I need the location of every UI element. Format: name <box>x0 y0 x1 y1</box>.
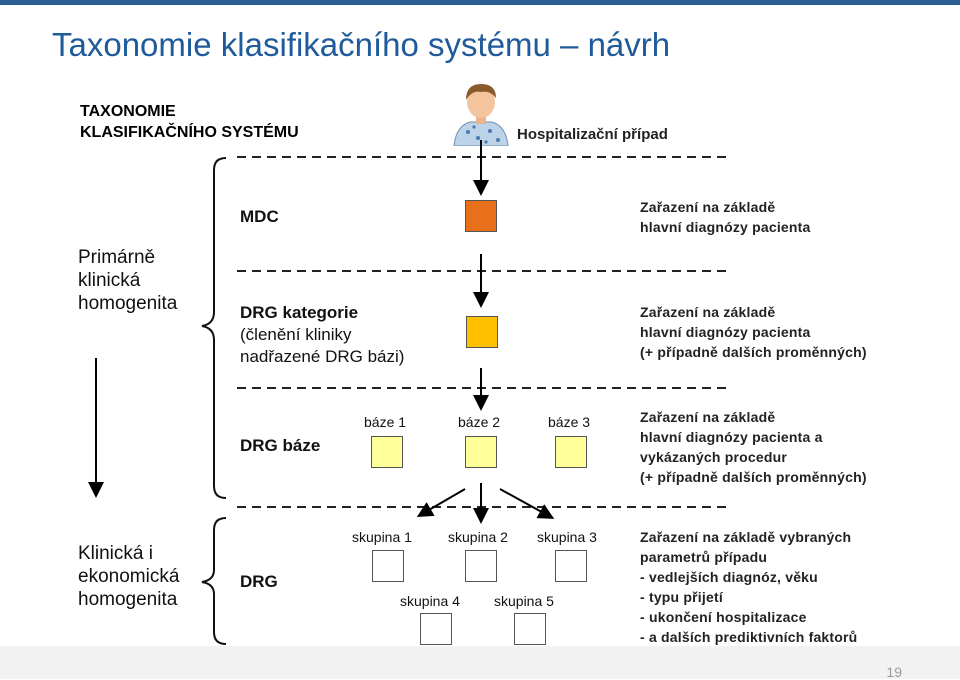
description-line: vykázaných procedur <box>640 449 787 465</box>
level-baze: DRG báze <box>240 436 321 455</box>
drg-box <box>465 550 497 582</box>
label-line: ekonomická <box>78 566 180 587</box>
patient-icon <box>453 84 509 146</box>
level-mdc: MDC <box>240 207 279 226</box>
drg-box <box>514 613 546 645</box>
baze-box <box>465 436 497 468</box>
secondary-homogeneity-label: Klinická i ekonomická homogenita <box>78 542 179 611</box>
level-kategorie-note: (členění kliniky <box>240 325 352 344</box>
description-line: hlavní diagnózy pacienta a <box>640 429 823 445</box>
primary-homogeneity-label: Primárně klinická homogenita <box>78 246 177 315</box>
flow-arrow <box>416 488 466 518</box>
label-line: klinická <box>78 270 141 291</box>
description-line: (+ případně dalších proměnných) <box>640 344 867 360</box>
description-line: hlavní diagnózy pacienta <box>640 324 811 340</box>
baze-box <box>555 436 587 468</box>
description-line: Zařazení na základě <box>640 304 776 320</box>
secondary-bracket <box>201 517 227 645</box>
skupina-label: skupina 1 <box>352 529 412 545</box>
page-number: 19 <box>886 664 902 680</box>
description-line: - vedlejších diagnóz, věku <box>640 569 818 585</box>
baze-label: báze 3 <box>548 414 591 430</box>
drg-box <box>420 613 452 645</box>
skupina-label: skupina 4 <box>400 593 460 609</box>
taxonomy-heading-line: KLASIFIKAČNÍHO SYSTÉMU <box>80 124 299 141</box>
top-accent-bar <box>0 0 960 5</box>
primary-bracket <box>201 157 227 499</box>
description-line: - a dalších prediktivních faktorů <box>640 629 858 645</box>
kategorie-box <box>466 316 498 348</box>
description-baze: Zařazení na základě hlavní diagnózy paci… <box>640 407 867 487</box>
case-label: Hospitalizační případ <box>517 126 668 143</box>
label-line: Primárně <box>78 247 156 268</box>
description-line: parametrů případu <box>640 549 768 565</box>
level-drg: DRG <box>240 572 278 591</box>
taxonomy-heading-line: TAXONOMIE <box>80 103 176 120</box>
description-line: hlavní diagnózy pacienta <box>640 219 811 235</box>
label-line: Klinická i <box>78 543 153 564</box>
level-kategorie-note: nadřazené DRG bázi) <box>240 347 405 366</box>
level-separators <box>237 156 728 508</box>
description-line: - ukončení hospitalizace <box>640 609 807 625</box>
baze-label: báze 2 <box>458 414 501 430</box>
mdc-box <box>465 200 497 232</box>
description-line: (+ případně dalších proměnných) <box>640 469 867 485</box>
taxonomy-heading: TAXONOMIE KLASIFIKAČNÍHO SYSTÉMU <box>80 101 299 143</box>
skupina-label: skupina 2 <box>448 529 508 545</box>
description-line: - typu přijetí <box>640 589 723 605</box>
description-kategorie: Zařazení na základě hlavní diagnózy paci… <box>640 302 867 362</box>
skupina-label: skupina 3 <box>537 529 597 545</box>
drg-box <box>372 550 404 582</box>
level-kategorie: DRG kategorie (členění kliniky nadřazené… <box>240 302 404 368</box>
flow-arrow <box>499 488 555 519</box>
description-drg: Zařazení na základě vybraných parametrů … <box>640 527 857 647</box>
slide-footer <box>0 646 960 679</box>
label-line: homogenita <box>78 293 178 314</box>
baze-box <box>371 436 403 468</box>
description-mdc: Zařazení na základě hlavní diagnózy paci… <box>640 197 811 237</box>
description-line: Zařazení na základě <box>640 409 776 425</box>
description-line: Zařazení na základě <box>640 199 776 215</box>
description-line: Zařazení na základě vybraných <box>640 529 852 545</box>
skupina-label: skupina 5 <box>494 593 554 609</box>
drg-box <box>555 550 587 582</box>
baze-label: báze 1 <box>364 414 407 430</box>
label-line: homogenita <box>78 589 178 610</box>
slide-title: Taxonomie klasifikačního systému – návrh <box>52 26 671 63</box>
level-kategorie-title: DRG kategorie <box>240 303 359 322</box>
